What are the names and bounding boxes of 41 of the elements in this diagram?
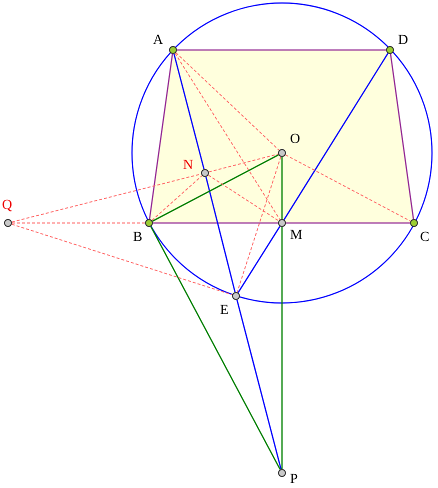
segment [152, 154, 279, 222]
segment [284, 53, 388, 220]
point-marker [232, 292, 240, 300]
point-label: A [153, 34, 164, 48]
segment [173, 54, 205, 170]
dotted-line [11, 174, 202, 222]
segment [148, 54, 174, 220]
dotted-line [11, 224, 233, 296]
point-marker [386, 46, 394, 54]
dotted-line [174, 52, 280, 220]
point-label: E [220, 304, 229, 318]
point-label: B [133, 231, 142, 245]
point-label: C [420, 231, 430, 245]
point-label: D [398, 34, 408, 48]
segment [177, 49, 386, 51]
dotted-line [208, 174, 280, 222]
point-marker [410, 219, 418, 227]
segment [281, 157, 283, 219]
point-marker [278, 219, 286, 227]
dotted-line [152, 175, 202, 221]
point-marker [145, 219, 153, 227]
point-label: M [290, 229, 302, 243]
dotted-line [236, 156, 282, 293]
point-label: O [290, 133, 300, 147]
point-label: P [290, 473, 298, 487]
dotted-line [12, 222, 146, 224]
point-marker [278, 469, 286, 477]
segment [238, 226, 280, 293]
segment [205, 176, 236, 292]
segment [390, 54, 414, 220]
segment [236, 300, 282, 470]
segment [150, 226, 281, 470]
point-label: Q [2, 199, 12, 213]
point-marker [169, 46, 177, 54]
dotted-line [208, 154, 279, 172]
dotted-line [285, 154, 411, 222]
segment [281, 227, 283, 469]
segment [153, 222, 410, 224]
dotted-line [175, 52, 280, 151]
point-marker [4, 219, 12, 227]
point-label: N [183, 159, 194, 173]
